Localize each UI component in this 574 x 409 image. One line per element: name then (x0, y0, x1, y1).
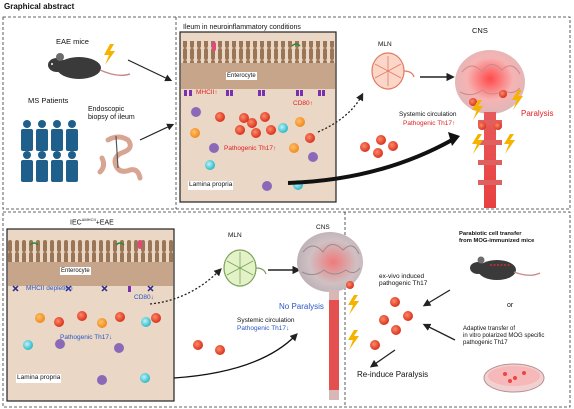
iec-title: IECΔMHCII+EAE (70, 217, 114, 227)
mln-node-top (371, 52, 415, 90)
cns-label-bottom: CNS (316, 224, 330, 231)
mln-label: MLN (378, 41, 392, 48)
parabiotic-label: Parabiotic cell transfer from MOG-immuni… (459, 231, 535, 244)
ms-patients-icon (21, 120, 78, 182)
cns-label: CNS (472, 26, 488, 35)
top-panel-frame (2, 16, 571, 210)
brain-bottom (297, 232, 363, 400)
endoscopic-biopsy-label: Endoscopic biopsy of ileum (88, 106, 135, 121)
systemic-pathogenic-label: Pathogenic Th17↑ (403, 120, 456, 127)
enterocyte-label-bottom: Enterocyte (60, 267, 91, 275)
eae-mice-label: EAE mice (56, 37, 89, 46)
no-paralysis-label: No Paralysis (279, 302, 324, 311)
eae-mouse-icon (48, 53, 131, 79)
donor-mouse-icon (470, 256, 541, 280)
cd80-label: CD80↑ (293, 100, 313, 107)
paralysis-label: Paralysis (521, 109, 554, 118)
mln-node-bottom (223, 249, 267, 287)
enterocyte-label: Enterocyte (226, 72, 257, 80)
lamina-propria-label-bottom: Lamina propria (16, 374, 62, 383)
petri-dish-icon (483, 363, 545, 393)
pathogenic-th17-label-bottom: Pathogenic Th17↓ (60, 334, 113, 341)
ms-patients-label: MS Patients (28, 96, 69, 105)
bottom-panel-frame (2, 211, 571, 408)
lightning-icon (104, 44, 115, 65)
mhcii-label: MHCII↑ (196, 89, 218, 96)
systemic-pathogenic-label-bottom: Pathogenic Th17↓ (237, 325, 290, 332)
brain-top (455, 50, 525, 208)
intestine-icon (97, 134, 143, 181)
mln-label-bottom: MLN (228, 232, 242, 239)
lamina-propria-label: Lamina propria (188, 181, 234, 190)
or-label: or (507, 302, 514, 309)
systemic-circulation-label: Systemic circulation (399, 111, 457, 118)
reinduce-paralysis-label: Re-induce Paralysis (357, 370, 429, 379)
exvivo-label: ex-vivo induced pathogenic Th17 (379, 273, 428, 288)
pathogenic-th17-label: Pathogenic Th17↑ (224, 145, 277, 152)
graphical-abstract-title: Graphical abstract (4, 2, 75, 11)
mhcii-depletion-label: MHCII depletion (26, 285, 73, 292)
top-th17-cells (190, 112, 315, 190)
cd80-label-bottom: CD80↓ (134, 294, 154, 301)
adaptive-transfer-label: Adaptive transfer of in vitro polarized … (463, 326, 545, 347)
systemic-circulation-label-bottom: Systemic circulation (237, 317, 295, 324)
ileum-title: Ileum in neuroinflammatory conditions (183, 24, 301, 31)
